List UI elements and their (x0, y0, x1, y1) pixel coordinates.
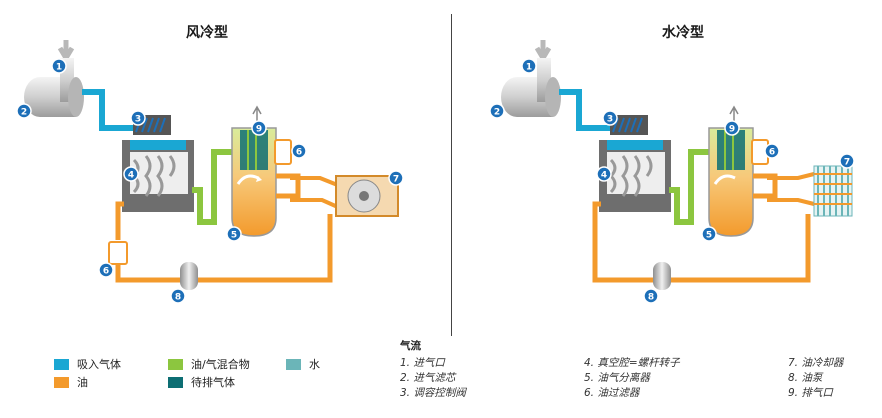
oil-pump-right (653, 262, 671, 290)
svg-text:6: 6 (103, 267, 109, 277)
legend-oil-air-mix: 油/气混合物 (168, 356, 250, 372)
notes-col1: 气流 1. 进气口 2. 进气滤芯 3. 调容控制阀 (400, 339, 466, 401)
badge-9-right: 9 (724, 120, 740, 136)
intake-filter-unit-right (501, 58, 561, 117)
badge-2: 2 (16, 103, 32, 119)
title-air-cooled: 风冷型 (186, 25, 228, 41)
badge-1: 1 (51, 58, 67, 74)
svg-text:4: 4 (128, 171, 134, 181)
legend-discharge-gas: 待排气体 (168, 374, 235, 390)
oil-return-loop-right (592, 201, 811, 283)
svg-text:5: 5 (706, 231, 712, 241)
note-item: 7. 油冷却器 (788, 357, 844, 369)
oil-air-mix-pipe (192, 149, 238, 225)
title-water-cooled: 水冷型 (662, 25, 704, 41)
oil-separator-right (708, 127, 754, 237)
legend-swatch (54, 358, 69, 370)
svg-text:1: 1 (56, 63, 62, 73)
legend-intake-air: 吸入气体 (54, 356, 121, 372)
suction-pipe-right (559, 89, 612, 131)
badge-6b: 6 (98, 262, 114, 278)
note-item: 5. 油气分离器 (584, 372, 650, 384)
legend-swatch (168, 376, 183, 388)
svg-text:3: 3 (607, 115, 613, 125)
oil-water-cooler (813, 165, 853, 217)
svg-text:8: 8 (648, 293, 654, 303)
badge-6: 6 (291, 143, 307, 159)
badge-3: 3 (130, 110, 146, 126)
air-cooled-diagram (24, 40, 399, 290)
oil-return-loop (115, 214, 333, 283)
oil-separator (231, 127, 277, 237)
svg-text:9: 9 (729, 125, 735, 135)
badge-6-right: 6 (764, 143, 780, 159)
legend-label: 水 (309, 358, 320, 371)
note-item: 1. 进气口 (400, 357, 445, 369)
oil-cooler (335, 175, 399, 217)
flow-diagrams: 1 2 3 4 5 6 6 7 8 9 1 2 3 4 5 6 7 8 9 (16, 40, 855, 304)
badge-4-right: 4 (596, 166, 612, 182)
svg-text:7: 7 (393, 175, 399, 185)
legend-water: 水 (286, 356, 320, 372)
note-item: 9. 排气口 (788, 387, 833, 399)
badge-8: 8 (170, 288, 186, 304)
oil-air-mix-pipe-right (669, 149, 715, 225)
svg-text:1: 1 (526, 63, 532, 73)
legend-swatch (54, 376, 69, 388)
water-cooled-diagram (501, 40, 853, 290)
svg-text:6: 6 (296, 148, 302, 158)
badge-7: 7 (388, 170, 404, 186)
intake-filter-unit (24, 58, 84, 117)
svg-text:7: 7 (844, 158, 850, 168)
divider-line (451, 14, 452, 336)
oil-filter-lower (108, 241, 128, 265)
badge-3-right: 3 (602, 110, 618, 126)
badge-5: 5 (226, 226, 242, 242)
badge-7-right: 7 (839, 153, 855, 169)
svg-text:9: 9 (256, 125, 262, 135)
oil-filter-top (274, 139, 292, 165)
note-item: 4. 真空腔=螺杆转子 (584, 357, 680, 369)
badge-8-right: 8 (643, 288, 659, 304)
svg-text:8: 8 (175, 293, 181, 303)
suction-pipe (82, 89, 135, 131)
badge-4: 4 (123, 166, 139, 182)
legend-label: 待排气体 (191, 376, 235, 389)
intake-arrow-icon-right (534, 40, 552, 63)
badge-9: 9 (251, 120, 267, 136)
oil-pump (180, 262, 198, 290)
svg-text:3: 3 (135, 115, 141, 125)
legend-swatch (168, 358, 183, 370)
note-item: 6. 油过滤器 (584, 387, 640, 399)
legend-label: 油 (77, 376, 88, 389)
legend-label: 油/气混合物 (191, 358, 250, 371)
legend-oil: 油 (54, 374, 88, 390)
svg-text:6: 6 (769, 148, 775, 158)
badge-5-right: 5 (701, 226, 717, 242)
badge-1-right: 1 (521, 58, 537, 74)
intake-arrow-icon (57, 40, 75, 63)
svg-text:2: 2 (494, 108, 500, 118)
svg-text:4: 4 (601, 171, 607, 181)
svg-text:2: 2 (21, 108, 27, 118)
notes-title: 气流 (400, 340, 421, 352)
legend-label: 吸入气体 (77, 358, 121, 371)
badge-2-right: 2 (489, 103, 505, 119)
notes-col2: 4. 真空腔=螺杆转子 5. 油气分离器 6. 油过滤器 (584, 356, 680, 401)
note-item: 8. 油泵 (788, 372, 823, 384)
notes-col3: 7. 油冷却器 8. 油泵 9. 排气口 (788, 356, 843, 401)
note-item: 2. 进气滤芯 (400, 372, 456, 384)
note-item: 3. 调容控制阀 (400, 387, 466, 399)
svg-text:5: 5 (231, 231, 237, 241)
legend-swatch (286, 358, 301, 370)
